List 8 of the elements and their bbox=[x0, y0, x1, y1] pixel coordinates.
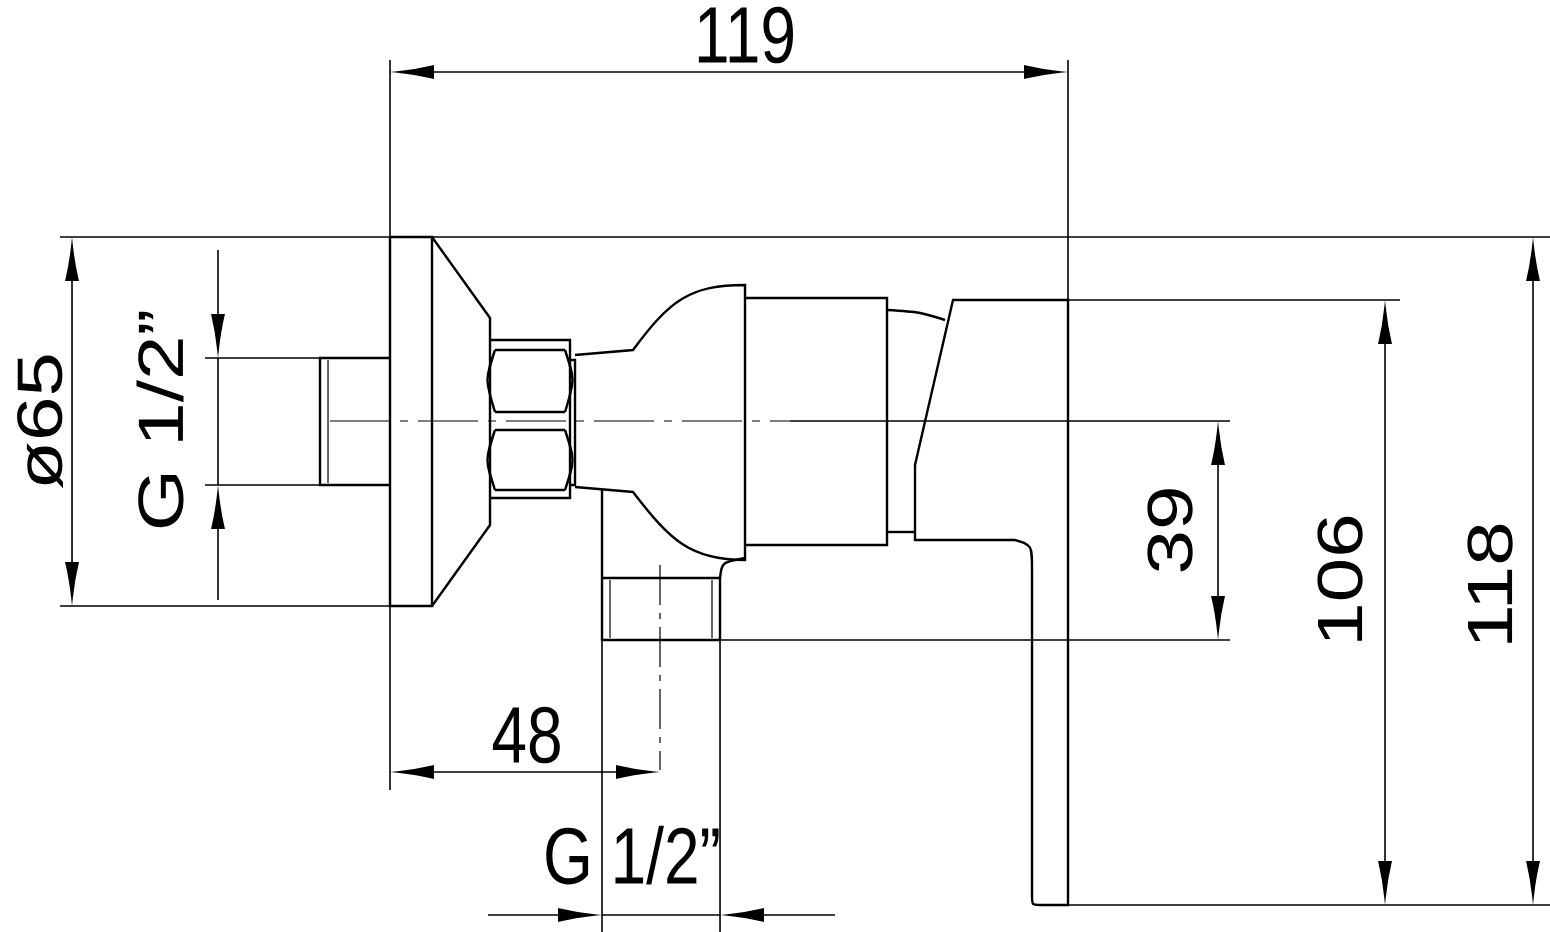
dimension-text: 39 bbox=[1147, 489, 1193, 572]
dimension-text: 106 bbox=[1317, 516, 1363, 641]
dimension-text: G 1/2” bbox=[136, 311, 184, 528]
dimension-text: 118 bbox=[1467, 524, 1513, 643]
dimension-text: 48 bbox=[492, 706, 560, 764]
dimension-text: 119 bbox=[698, 6, 793, 64]
dimension-text: ø65 bbox=[17, 355, 63, 489]
dimension-text: G 1/2” bbox=[546, 825, 719, 885]
